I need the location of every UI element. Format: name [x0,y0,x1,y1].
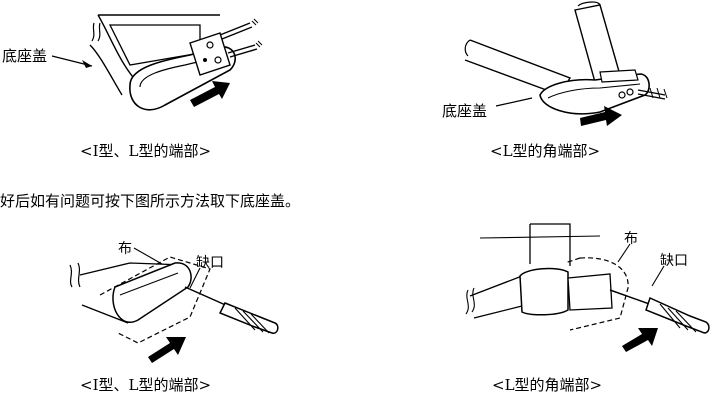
leader-line-icon [189,267,201,289]
top-left-caption: <I型、L型的端部> [80,142,212,160]
bottom-left-caption: <I型、L型的端部> [80,376,212,394]
figure-bottom-right [460,218,716,358]
bottom-left-cloth-label: 布 [118,241,132,257]
l-corner-removal-drawing [465,223,710,352]
leader-line-icon [651,265,665,287]
bottom-right-notch-label: 缺口 [660,253,688,269]
figure-top-left [70,5,290,130]
screwdriver-icon [645,296,710,334]
figure-bottom-left [60,225,300,365]
leader-arrow-icon [51,55,93,68]
cloth-outline [564,257,629,331]
top-right-base-cover-label: 底座盖 [442,102,488,120]
corner-base-cover-shape [519,267,569,316]
corner-base-cover-shape [539,73,650,115]
figure-top-right [460,0,690,135]
push-arrow-icon [190,81,230,107]
l-corner-cap-drawing [464,1,668,126]
leader-line-icon [133,247,163,265]
bottom-right-caption: <L型的角端部> [492,376,603,394]
push-arrow-icon [580,106,622,126]
bottom-left-notch-label: 缺口 [196,255,224,271]
leader-line-icon [617,243,631,263]
pull-arrow-icon [148,337,186,363]
pull-arrow-icon [622,328,658,352]
instruction-text: 好后如有问题可按下图所示方法取下底座盖。 [0,192,301,210]
screwdriver-icon [218,302,279,334]
base-cover-shape [112,262,192,323]
top-left-base-cover-label: 底座盖 [2,47,48,65]
i-l-end-removal-drawing [69,256,279,363]
bottom-right-cloth-label: 布 [624,231,638,247]
top-right-caption: <L型的角端部> [490,142,601,160]
leader-line-icon [495,97,533,107]
i-l-end-cap-drawing [89,14,263,111]
